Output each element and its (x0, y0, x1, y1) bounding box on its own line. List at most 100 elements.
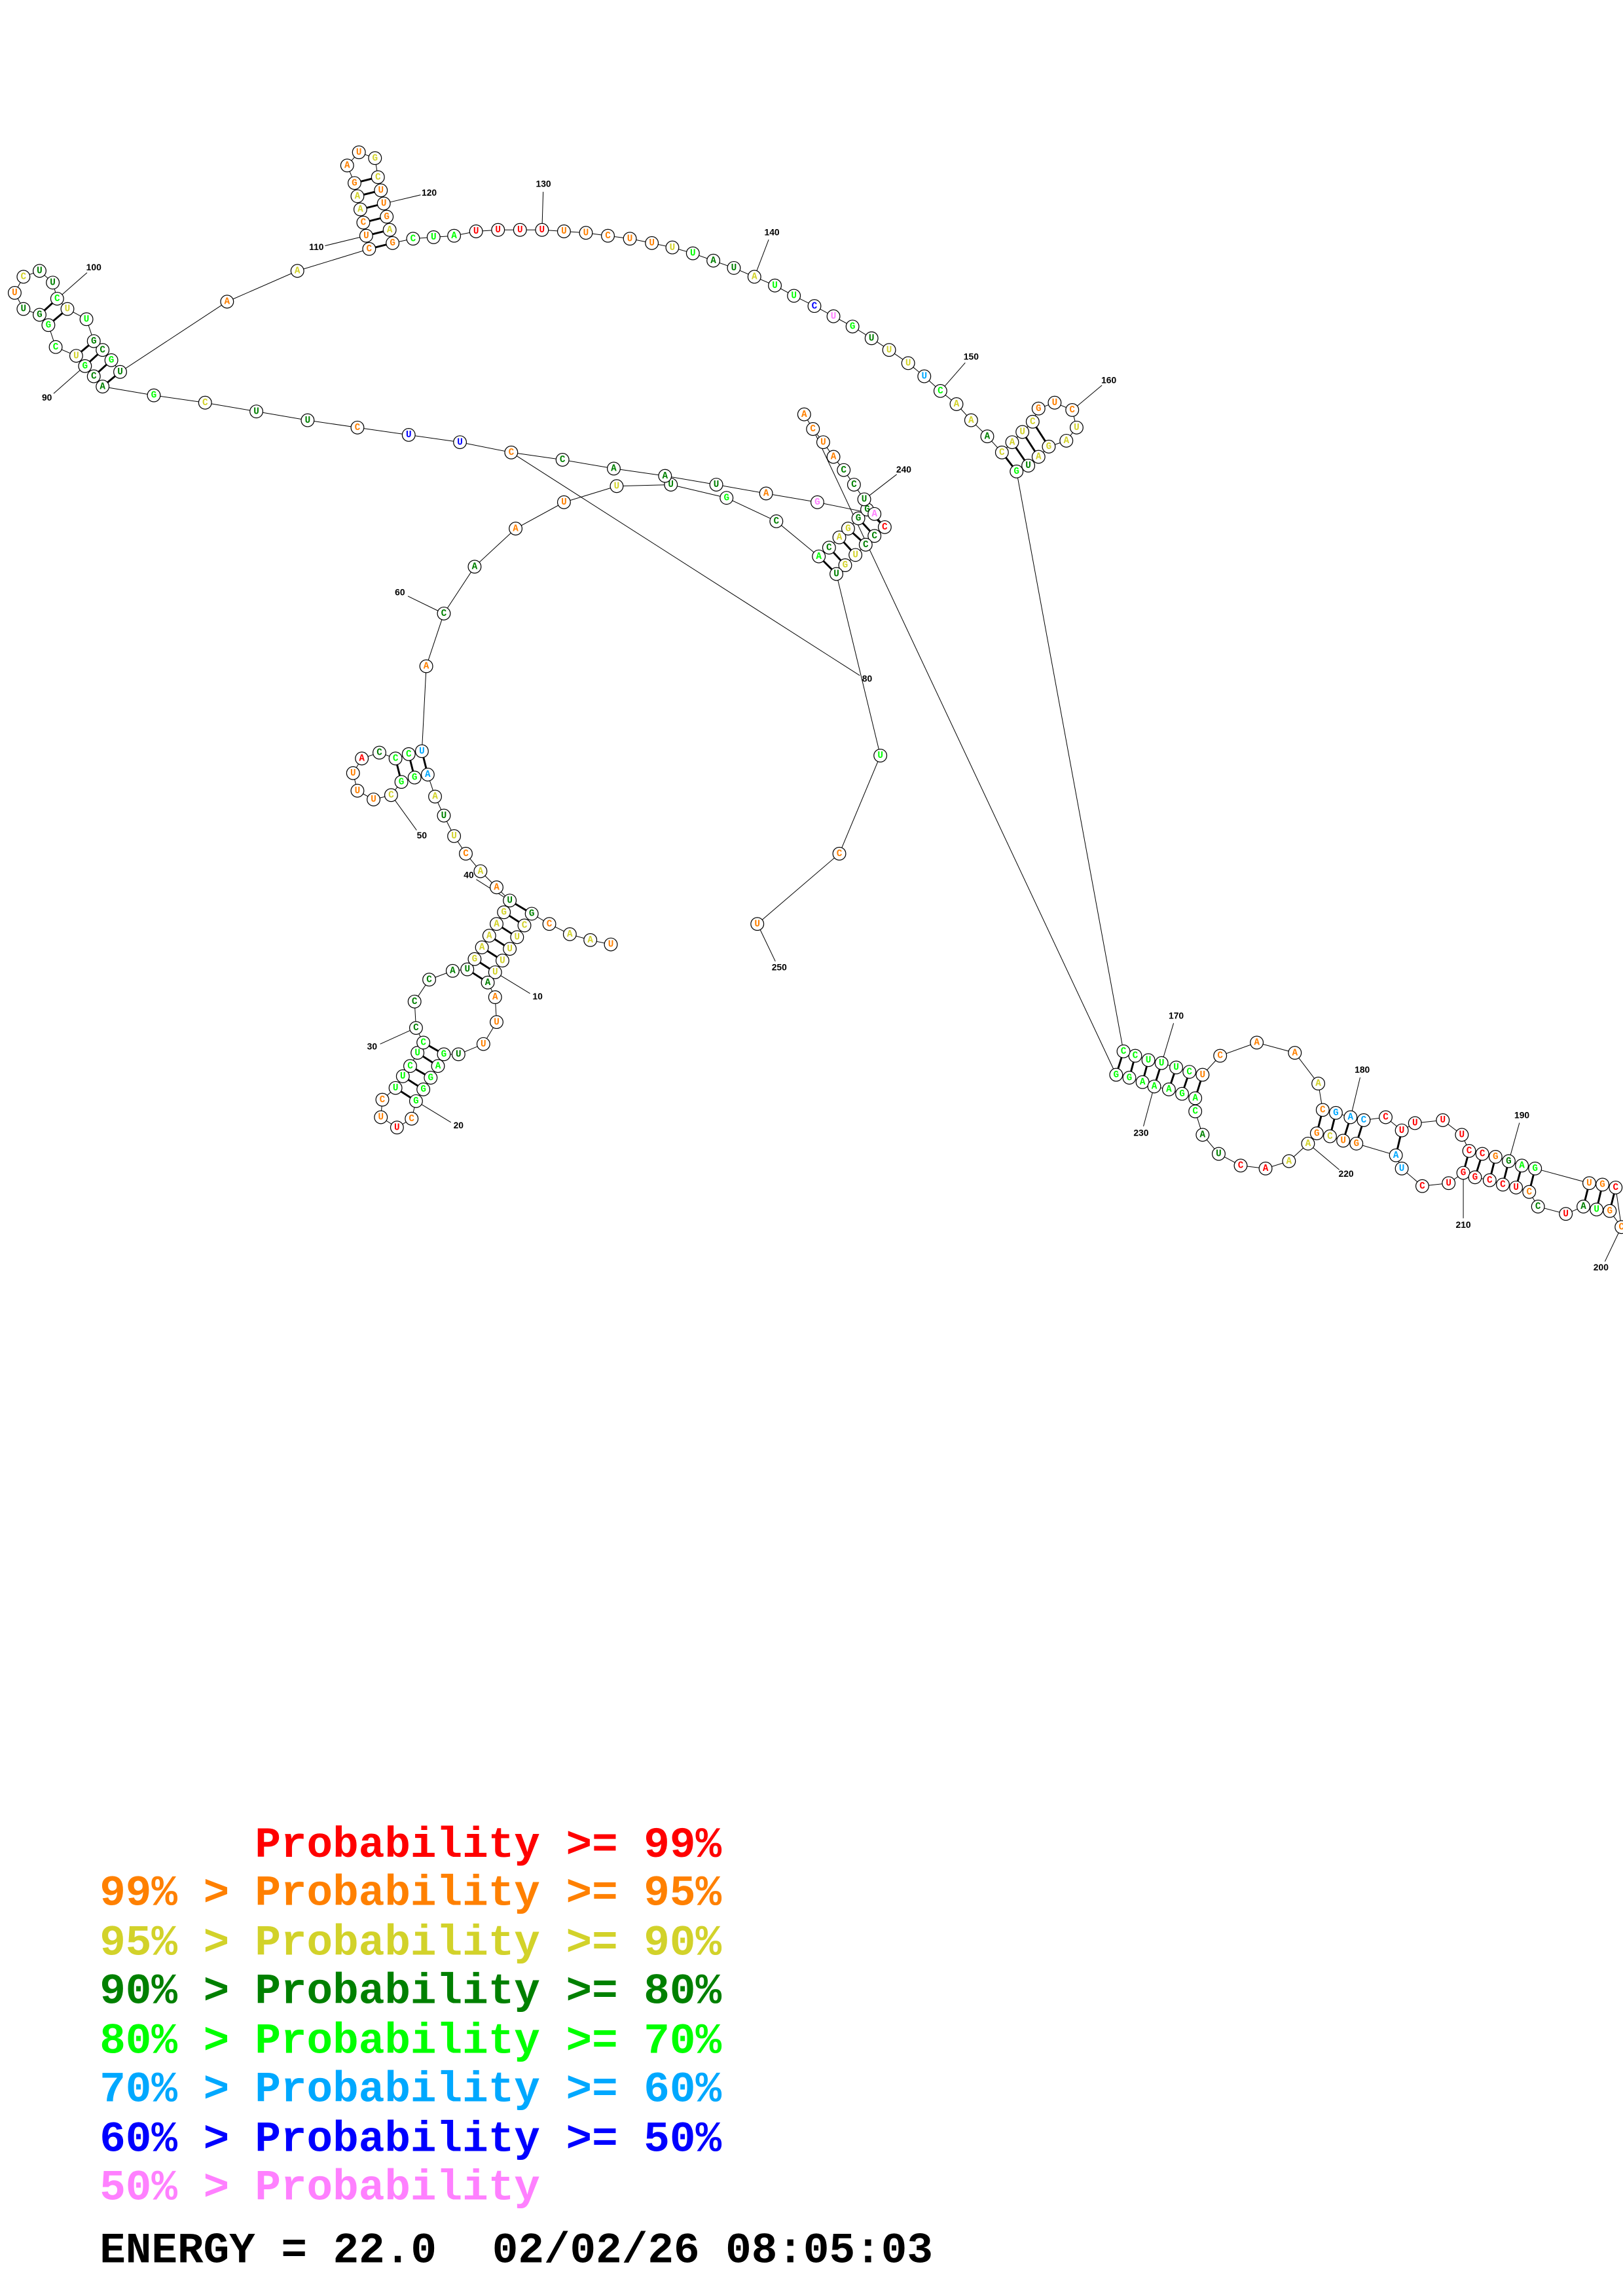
nucleotide-circle (355, 751, 369, 766)
nucleotide-circle (96, 380, 110, 394)
nucleotide: C (1462, 1144, 1476, 1158)
nucleotide-letter: U (869, 333, 875, 344)
nucleotide-circle (46, 276, 60, 290)
nucleotide: C (1188, 1104, 1203, 1119)
nucleotide-letter: U (381, 199, 387, 209)
nucleotide-circle (832, 530, 847, 545)
nucleotide-letter: G (151, 391, 157, 401)
legend-prefix: 50% > (100, 2163, 229, 2212)
nucleotide-letter: A (871, 509, 877, 520)
legend-prefix: 80% > (100, 2017, 229, 2066)
nucleotide-circle (340, 158, 354, 173)
nucleotide-circle (1025, 414, 1040, 429)
nucleotide-letter: A (225, 297, 230, 308)
nucleotide-circle (368, 151, 382, 166)
nucleotide-letter: G (1013, 467, 1019, 477)
nucleotide: C (371, 170, 385, 185)
nucleotide: A (759, 486, 773, 501)
nucleotide: U (495, 954, 509, 968)
nucleotide: G (467, 952, 482, 966)
nucleotide-circle (416, 1083, 431, 1096)
nucleotide-letter: A (1292, 1048, 1298, 1058)
nucleotide: U (79, 312, 94, 327)
nucleotide-letter: U (1200, 1070, 1206, 1081)
nucleotide-letter: U (1446, 1178, 1451, 1189)
nucleotide-letter: A (837, 533, 843, 543)
nucleotide-letter: A (1063, 436, 1069, 446)
nucleotide-letter: A (492, 992, 498, 1003)
nucleotide-letter: U (21, 304, 27, 315)
nucleotide-letter: A (1286, 1157, 1292, 1167)
nucleotide: U (645, 236, 659, 250)
nucleotide-circle (437, 606, 451, 620)
nucleotide-circle (1135, 1075, 1150, 1089)
nucleotide-letter: A (100, 382, 105, 392)
nucleotide-circle (1116, 1044, 1131, 1058)
base-pairs (39, 176, 1617, 1211)
nucleotide-letter: G (1353, 1139, 1359, 1149)
nucleotide-circle (665, 240, 680, 255)
nucleotide: C (601, 228, 615, 243)
nucleotide-letter: G (420, 1085, 426, 1095)
nucleotide-letter: A (763, 489, 769, 499)
nucleotide-letter: U (117, 367, 123, 378)
nucleotide-letter: U (457, 437, 463, 448)
nucleotide-letter: G (856, 514, 862, 524)
nucleotide-letter: C (871, 531, 877, 542)
nucleotide-circle (104, 353, 119, 367)
position-label-leader (325, 236, 360, 247)
position-label-leader (759, 929, 776, 962)
nucleotide: U (1141, 1053, 1156, 1067)
nucleotide-letter: U (517, 225, 523, 236)
nucleotide-letter: A (1010, 437, 1015, 448)
nucleotide-circle (1323, 1129, 1337, 1143)
nucleotide-circle (401, 747, 416, 761)
nucleotide-circle (33, 264, 46, 278)
nucleotide-circle (645, 236, 659, 250)
nucleotide-circle (964, 413, 978, 427)
legend-row-4: 80% >Probability >= 70% (100, 2017, 721, 2066)
nucleotide-letter: U (500, 956, 505, 966)
nucleotide-letter: A (479, 942, 485, 953)
nucleotide-circle (290, 264, 304, 278)
nucleotide-circle (467, 952, 482, 966)
legend-text: Probability >= 95% (255, 1869, 721, 1918)
nucleotide-letter: C (851, 480, 857, 490)
nucleotide: C (504, 445, 519, 459)
nucleotide: C (832, 846, 847, 861)
nucleotide-letter: G (1036, 404, 1042, 414)
nucleotide-letter: U (583, 228, 589, 238)
nucleotide-letter: C (1613, 1183, 1618, 1193)
nucleotide: C (1315, 1103, 1330, 1117)
nucleotide-circle (747, 270, 761, 284)
nucleotide-circle (822, 541, 836, 555)
nucleotide-letter: G (1607, 1206, 1613, 1217)
nucleotide-letter: C (1192, 1107, 1198, 1117)
nucleotide-letter: A (513, 524, 519, 534)
legend-prefix: 60% > (100, 2115, 229, 2164)
nucleotide: C (384, 788, 398, 802)
nucleotide-circle (1436, 1113, 1450, 1127)
nucleotide-circle (750, 917, 765, 931)
nucleotide-circle (1455, 1128, 1469, 1142)
nucleotide: U (426, 230, 441, 244)
nucleotide-circle (837, 463, 851, 477)
nucleotide-circle (1349, 1136, 1364, 1151)
footer: ENERGY = 22.0 02/02/26 08:05:03 (100, 2227, 933, 2276)
nucleotide-letter: U (1594, 1205, 1599, 1215)
nucleotide-letter: C (1618, 1222, 1623, 1232)
nucleotide-letter: C (376, 748, 382, 759)
nucleotide-circle (356, 215, 371, 230)
nucleotide-circle (348, 176, 361, 190)
nucleotide: G (810, 495, 824, 509)
nucleotide: U (901, 356, 915, 370)
nucleotide-circle (807, 299, 822, 314)
nucleotide: G (851, 511, 866, 526)
nucleotide-letter: U (1412, 1119, 1418, 1129)
nucleotide-letter: G (1599, 1180, 1605, 1191)
nucleotide: U (1582, 1176, 1596, 1191)
nucleotide: U (388, 1081, 403, 1095)
nucleotide: U (1442, 1176, 1456, 1191)
nucleotide-letter: U (820, 437, 826, 448)
